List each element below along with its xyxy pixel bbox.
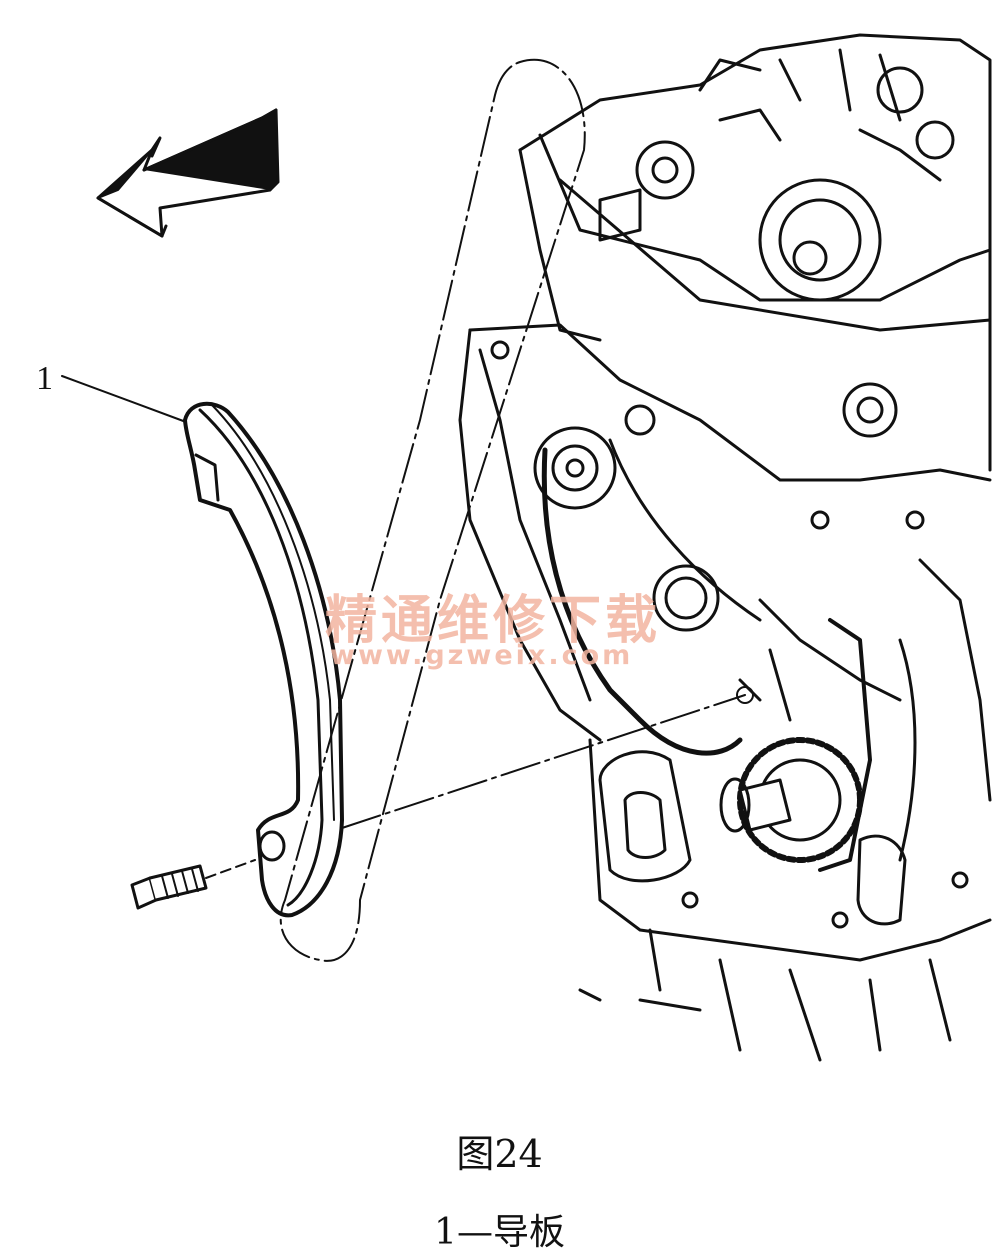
watermark-url: www.gzweix.com (330, 640, 634, 671)
figure-caption: 1—导板 (434, 1212, 565, 1253)
bolt-icon (130, 859, 256, 910)
figure-title: 图24 (456, 1132, 543, 1176)
installation-centerline (341, 694, 746, 829)
callout-number: 1 (36, 360, 53, 397)
detail-loop-outline (279, 59, 586, 962)
engine-front-cover (458, 33, 992, 1062)
watermark-text: 精通维修下载 (325, 591, 662, 651)
callout-leader-line (61, 375, 187, 423)
guide-plate (183, 401, 344, 918)
direction-arrow-icon (96, 108, 280, 238)
